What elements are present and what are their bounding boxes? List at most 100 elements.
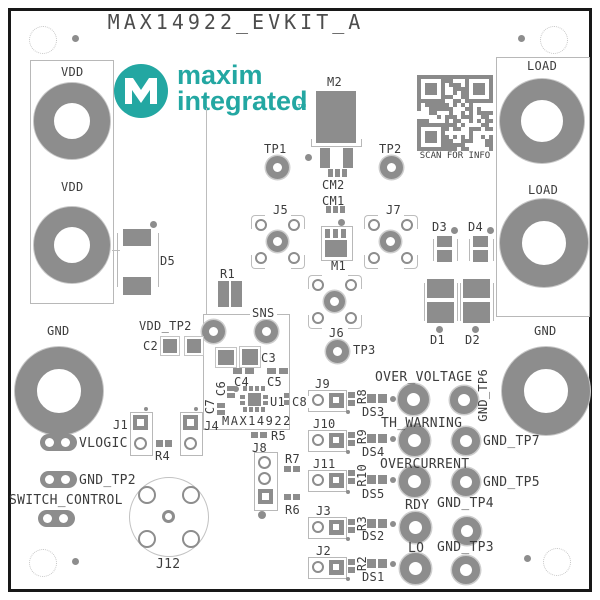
pin-hole <box>255 252 267 264</box>
u1-pin <box>240 401 245 405</box>
label-j6: J6 <box>329 326 345 340</box>
qr-module <box>441 91 445 95</box>
qr-module <box>473 87 477 91</box>
qr-module <box>429 107 433 111</box>
r5-pad <box>260 432 267 438</box>
qr-module <box>441 107 445 111</box>
qr-module <box>425 135 429 139</box>
label-overcurrent: OVERCURRENT <box>380 457 470 472</box>
qr-module <box>445 119 449 123</box>
c6-pad <box>227 393 235 398</box>
qr-module <box>461 75 465 79</box>
testpoint-tp3 <box>326 340 349 363</box>
pin-hole <box>134 437 147 450</box>
cm2-pad <box>328 169 333 177</box>
connector-j5 <box>251 215 305 269</box>
qr-module <box>441 135 445 139</box>
qr-module <box>481 75 485 79</box>
qr-module <box>437 99 441 103</box>
qr-module <box>457 83 461 87</box>
label-gnd-tp6: GND_TP6 <box>476 369 490 422</box>
qr-module <box>429 139 433 143</box>
label-j2: J2 <box>316 544 332 558</box>
qr-module <box>441 83 445 87</box>
ds5-pad <box>378 475 387 484</box>
qr-module <box>477 111 481 115</box>
qr-module <box>489 95 493 99</box>
pin1-dot <box>346 537 350 541</box>
qr-module <box>441 139 445 143</box>
qr-module <box>473 91 477 95</box>
pin1-dot <box>144 407 148 411</box>
r7-pad <box>284 466 291 472</box>
qr-module <box>433 83 437 87</box>
r3-pad <box>348 527 355 533</box>
r4-pad <box>156 440 163 447</box>
qr-module <box>417 79 421 83</box>
qr-module <box>457 99 461 103</box>
led-dot <box>390 561 396 567</box>
label-switch-control: SWITCH_CONTROL <box>9 493 123 508</box>
label-gnd-right: GND <box>534 324 557 338</box>
gnd-pad-left <box>15 347 103 435</box>
jumper-j10 <box>308 430 350 454</box>
ds4-pad <box>378 434 387 443</box>
qr-module <box>453 147 457 151</box>
label-c8: C8 <box>290 395 310 409</box>
qr-module <box>465 75 469 79</box>
qr-module <box>417 87 421 91</box>
qr-module <box>453 99 457 103</box>
qr-module <box>425 123 429 127</box>
qr-module <box>489 87 493 91</box>
qr-module <box>433 87 437 91</box>
u1-pin <box>261 407 265 412</box>
qr-module <box>461 143 465 147</box>
qr-module <box>429 131 433 135</box>
silk-corner <box>404 215 418 229</box>
qr-module <box>441 147 445 151</box>
label-u1: U1 <box>270 395 286 409</box>
label-j4: J4 <box>204 419 220 433</box>
d5-pad <box>123 277 151 295</box>
pin-hole <box>401 219 413 231</box>
label-c3: C3 <box>261 351 277 365</box>
qr-module <box>441 75 445 79</box>
load-pad-bottom <box>500 199 588 287</box>
label-c6: C6 <box>214 381 228 397</box>
qr-module <box>457 127 461 131</box>
jumper-j3 <box>308 517 350 541</box>
qr-module <box>469 131 473 135</box>
c5-pad <box>279 368 288 374</box>
qr-module <box>417 75 421 79</box>
qr-module <box>417 107 421 111</box>
label-tp3: TP3 <box>353 343 376 357</box>
u1-pin <box>249 407 253 412</box>
qr-module <box>449 95 453 99</box>
qr-module <box>429 99 433 103</box>
m1-pin <box>333 229 338 238</box>
qr-module <box>465 83 469 87</box>
qr-module <box>461 123 465 127</box>
qr-module <box>445 127 449 131</box>
r9-pad <box>348 432 355 438</box>
qr-module <box>449 111 453 115</box>
qr-module <box>417 143 421 147</box>
qr-module <box>433 75 437 79</box>
ds1-pad <box>367 559 376 568</box>
load-terminal-box <box>496 57 590 317</box>
d4-pad <box>473 250 488 262</box>
label-tp1: TP1 <box>264 142 287 156</box>
qr-module <box>445 143 449 147</box>
label-d3: D3 <box>432 220 448 234</box>
r3-pad <box>348 519 355 525</box>
qr-module <box>441 143 445 147</box>
qr-module <box>485 111 489 115</box>
pad-hole <box>61 475 70 484</box>
r7-pad <box>293 466 300 472</box>
qr-module <box>445 135 449 139</box>
qr-module <box>473 83 477 87</box>
vdd-pad-top <box>34 83 110 159</box>
u1-pin <box>255 407 259 412</box>
board-title: MAX14922_EVKIT_A <box>107 10 365 34</box>
ds2-pad <box>378 519 387 528</box>
